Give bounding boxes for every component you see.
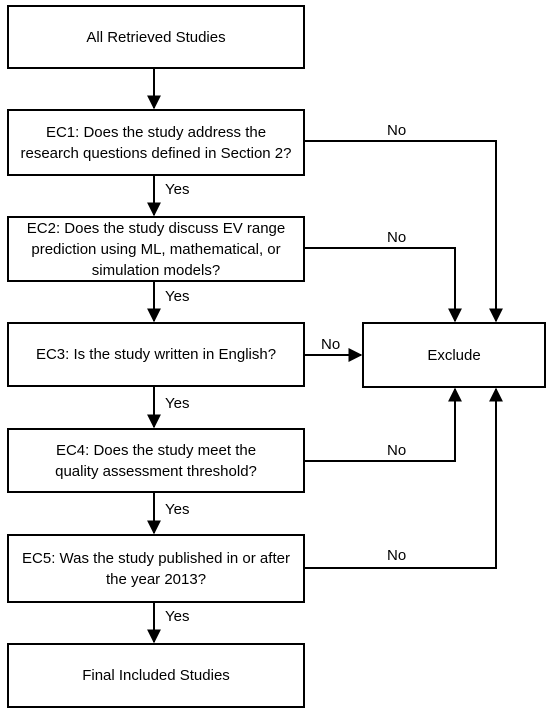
no-label-ec2: No — [387, 229, 407, 246]
arrow-ec5-exclude — [305, 387, 503, 569]
yes-label-ec1: Yes — [165, 181, 190, 198]
node-label: EC3: Is the study written in English? — [35, 346, 277, 363]
no-label-ec4: No — [387, 442, 407, 459]
node-ec3: EC3: Is the study written in English? — [7, 322, 305, 387]
node-final-included-studies: Final Included Studies — [7, 643, 305, 708]
yes-label-ec3: Yes — [165, 395, 190, 412]
node-ec1: EC1: Does the study address the research… — [7, 109, 305, 176]
no-label-ec1: No — [387, 122, 407, 139]
arrow-ec2-exclude — [305, 247, 462, 323]
yes-label-ec5: Yes — [165, 608, 190, 625]
node-label: EC5: Was the study published in or after… — [22, 549, 290, 588]
yes-label-ec4: Yes — [165, 501, 190, 518]
yes-label-ec2: Yes — [165, 288, 190, 305]
node-ec5: EC5: Was the study published in or after… — [7, 534, 305, 603]
node-label: Final Included Studies — [82, 667, 230, 684]
node-label: Exclude — [427, 346, 481, 364]
node-all-retrieved-studies: All Retrieved Studies — [7, 5, 305, 69]
no-label-ec3: No — [321, 336, 341, 353]
node-label: All Retrieved Studies — [86, 28, 226, 46]
node-exclude: Exclude — [362, 322, 546, 388]
node-label: EC4: Does the study meet the quality ass… — [55, 441, 257, 480]
arrow-ec1-exclude — [305, 140, 503, 323]
node-ec2: EC2: Does the study discuss EV range pre… — [7, 216, 305, 282]
node-ec4: EC4: Does the study meet the quality ass… — [7, 428, 305, 493]
node-label: EC1: Does the study address the research… — [20, 123, 292, 162]
node-label: EC2: Does the study discuss EV range pre… — [26, 219, 286, 279]
no-label-ec5: No — [387, 547, 407, 564]
arrow-ec4-exclude — [305, 387, 462, 462]
